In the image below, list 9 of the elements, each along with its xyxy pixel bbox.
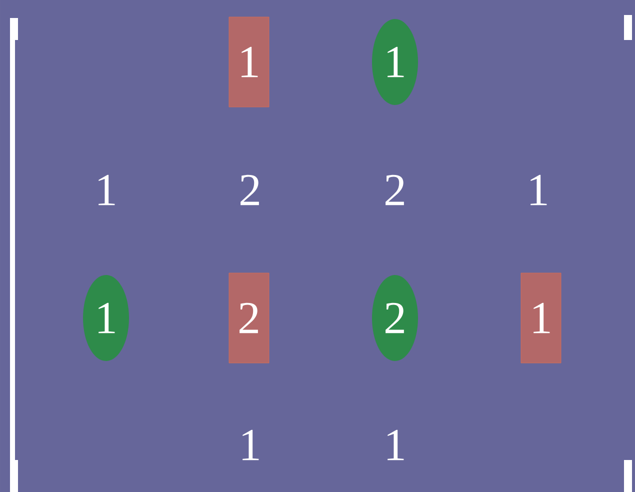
- matrix-entry: 1: [98, 174, 115, 206]
- matrix-entry-box: 1: [520, 272, 562, 364]
- matrix-entry: 2: [240, 174, 259, 206]
- matrix-entry: 1: [388, 430, 404, 460]
- matrix-entry: 1: [530, 174, 547, 206]
- matrix-entry-box: 1: [228, 16, 270, 108]
- matrix-entry: 1: [242, 430, 259, 460]
- matrix-entry-box: 2: [228, 272, 270, 364]
- matrix-entry: 2: [386, 174, 404, 206]
